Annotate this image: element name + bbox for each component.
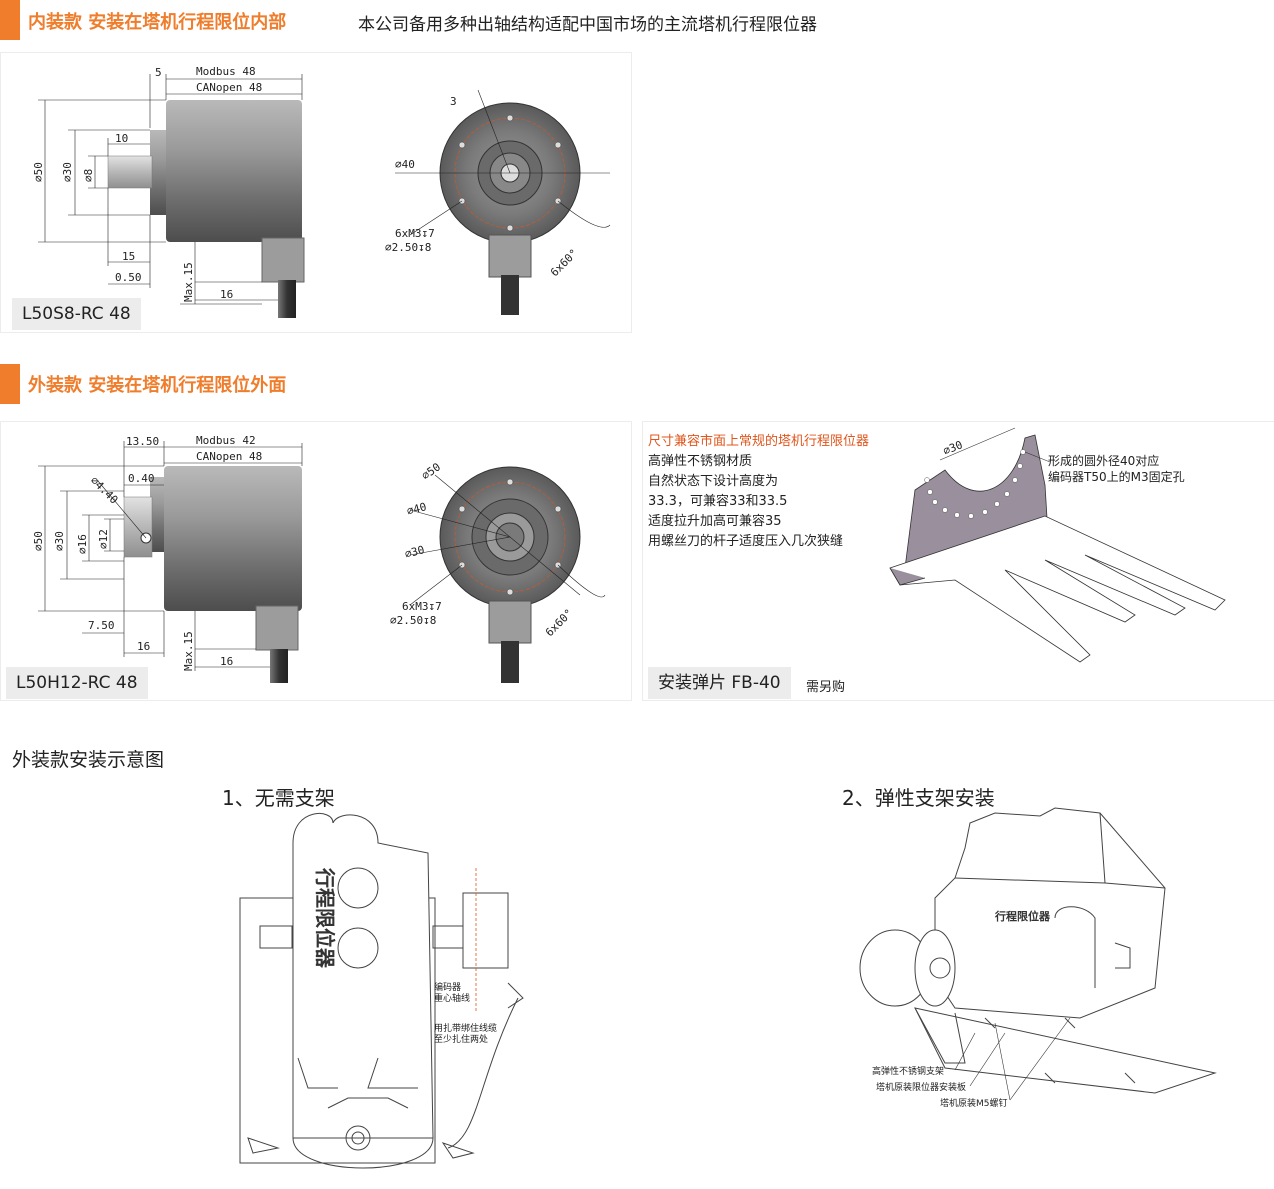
- dim-holes2: ⌀2.50↧8: [385, 241, 431, 254]
- encoder-body: [166, 100, 302, 242]
- section1-intro: 本公司备用多种出轴结构适配中国市场的主流塔机行程限位器: [358, 15, 817, 35]
- front-gland: [488, 234, 532, 278]
- d1-label-2a: 用扎带绑住线缆: [434, 1024, 498, 1034]
- dim-angle: 6x60°: [548, 247, 581, 280]
- install-diagram-with-bracket: 行程限位器: [859, 807, 1217, 1101]
- dim-angle-2: 6x60°: [543, 607, 576, 640]
- dim-c-phi40: ⌀40: [405, 500, 428, 518]
- section2-title: 外装款 安装在塔机行程限位外面: [28, 375, 287, 396]
- d2-label-1: 高弹性不锈钢支架: [872, 1067, 945, 1077]
- dim-canopen-2: CANopen 48: [196, 450, 262, 463]
- bracket-base: [889, 515, 1226, 663]
- dim-1350: 13.50: [126, 435, 159, 448]
- model-label-l50s8: L50S8-RC 48: [12, 298, 141, 330]
- dim-c-phi30: ⌀30: [403, 543, 426, 561]
- encoder-shaft: [107, 155, 153, 189]
- bracket-note-1: 形成的圆外径40对应: [1048, 454, 1160, 468]
- d2-label-2: 塔机原装限位器安装板: [876, 1083, 967, 1093]
- bracket-buy-note: 需另购: [806, 680, 846, 695]
- dim-10: 10: [115, 132, 128, 145]
- bracket-spec-5: 用螺丝刀的杆子适度压入几次狭缝: [648, 534, 844, 549]
- encoder-side-view-1: 5 Modbus 48 CANopen 48 10 ⌀50 ⌀30 ⌀8 15 …: [32, 65, 305, 318]
- cable: [278, 280, 296, 318]
- bracket-spec-4: 适度拉升加高可兼容35: [648, 514, 782, 529]
- dim-16b: 16: [220, 655, 233, 668]
- encoder-side-view-2: 13.50 Modbus 42 CANopen 48 0.40 ⌀4.40 ⌀5…: [32, 434, 303, 683]
- dim-3: 3: [450, 95, 457, 108]
- d1-label-2b: 至少扎住两处: [434, 1035, 489, 1045]
- front-cable: [501, 275, 519, 315]
- diagram2-title: 2、弹性支架安装: [842, 786, 995, 810]
- dim-modbus-2: Modbus 42: [196, 434, 256, 447]
- diagram1-title: 1、无需支架: [222, 786, 335, 810]
- dim-16a: 16: [137, 640, 150, 653]
- bracket-spec-1: 高弹性不锈钢材质: [648, 454, 753, 469]
- d2-label-3: 塔机原装M5螺钉: [940, 1099, 1008, 1109]
- dim-phi30: ⌀30: [61, 162, 74, 182]
- dim-holes-2: 6xM3↧7: [402, 600, 442, 613]
- dim-max15-2: Max.15: [182, 631, 195, 671]
- encoder-front-view-2: ⌀50 ⌀40 ⌀30 6xM3↧7 ⌀2.50↧8 6x60°: [390, 460, 606, 683]
- dim-750: 7.50: [88, 619, 115, 632]
- section2-accent-bar: [0, 364, 20, 404]
- encoder-flange: [150, 130, 168, 215]
- d2-box-text: 行程限位器: [994, 909, 1051, 923]
- dim-5: 5: [155, 66, 162, 79]
- install-diagram-no-bracket: 行程限位器: [239, 812, 524, 1169]
- bracket-specs: 尺寸兼容市面上常规的塔机行程限位器 高弹性不锈钢材质 自然状态下设计高度为 33…: [648, 432, 869, 552]
- d1-label-1a: 编码器: [434, 983, 462, 993]
- hollow-shaft: [123, 496, 153, 558]
- model-label-l50h12: L50H12-RC 48: [6, 667, 148, 699]
- dim-modbus: Modbus 48: [196, 65, 256, 78]
- cable-gland: [261, 237, 305, 283]
- dim-phi40-front: ⌀40: [395, 158, 415, 171]
- section1-title: 内装款 安装在塔机行程限位内部: [28, 12, 287, 33]
- dim-holes: 6xM3↧7: [395, 227, 435, 240]
- d1-box-text: 行程限位器: [313, 867, 337, 969]
- dim-phi440: ⌀4.40: [88, 474, 121, 507]
- bracket-dim-phi30: ⌀30: [941, 438, 964, 457]
- dim-phi30-2: ⌀30: [53, 531, 66, 551]
- dim-canopen: CANopen 48: [196, 81, 262, 94]
- bracket-fb40-drawing: ⌀30: [889, 427, 1226, 663]
- dim-max15: Max.15: [182, 262, 195, 302]
- dim-c-phi50: ⌀50: [419, 460, 443, 482]
- dim-holes2-2: ⌀2.50↧8: [390, 614, 436, 627]
- dim-phi50-2: ⌀50: [32, 531, 45, 551]
- dim-phi16: ⌀16: [76, 534, 89, 554]
- d1-label-1b: 重心轴线: [434, 994, 471, 1004]
- dim-16: 16: [220, 288, 233, 301]
- dim-15: 15: [122, 250, 135, 263]
- bracket-model-label: 安装弹片 FB-40: [648, 667, 791, 699]
- encoder-front-view-1: 3 ⌀40 6xM3↧7 ⌀2.50↧8 6x60°: [385, 89, 611, 315]
- bracket-headline: 尺寸兼容市面上常规的塔机行程限位器: [648, 434, 870, 449]
- dim-050: 0.50: [115, 271, 142, 284]
- bracket-note-2: 编码器T50上的M3固定孔: [1048, 470, 1185, 484]
- dim-phi50: ⌀50: [32, 162, 45, 182]
- dim-phi12: ⌀12: [97, 529, 110, 549]
- dim-phi8: ⌀8: [82, 169, 95, 182]
- bracket-spec-2: 自然状态下设计高度为: [648, 474, 779, 489]
- section1-accent-bar: [0, 0, 20, 40]
- dim-040: 0.40: [128, 472, 155, 485]
- section3-title: 外装款安装示意图: [12, 749, 165, 771]
- bracket-spec-3: 33.3，可兼容33和33.5: [648, 494, 788, 509]
